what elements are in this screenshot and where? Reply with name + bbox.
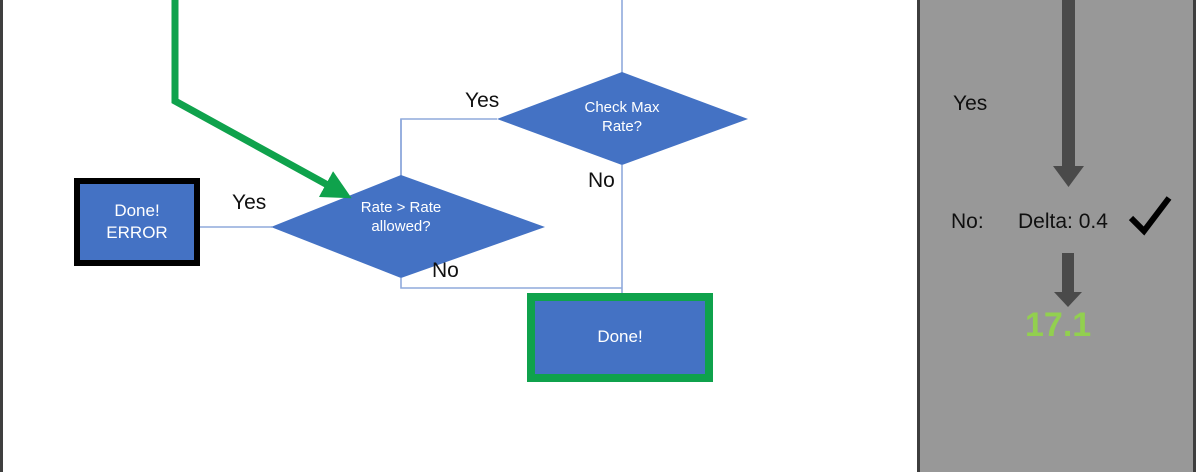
connector-no-rate-gt <box>400 278 622 289</box>
panel-delta-label: Delta: 0.4 <box>1018 210 1108 233</box>
node-done-label: Done! <box>597 327 643 347</box>
slide-left-border <box>0 0 3 472</box>
panel-no-label: No: <box>951 210 984 233</box>
node-done-error-label: Done! ERROR <box>106 200 168 242</box>
right-detail-panel: Yes No: Delta: 0.4 17.1 <box>917 0 1196 472</box>
flowchart-slide: Check Max Rate? Rate > Rate allowed? Don… <box>0 0 748 472</box>
edge-label-no-check-max-rate: No <box>588 169 615 192</box>
panel-result-value: 17.1 <box>1025 306 1092 344</box>
edge-label-no-rate-gt: No <box>432 259 459 282</box>
highlight-path-green <box>171 0 352 199</box>
edge-label-yes-check-max-rate: Yes <box>465 89 500 112</box>
panel-arrow-top-icon <box>1053 0 1084 187</box>
node-done-error[interactable]: Done! ERROR <box>74 178 200 266</box>
panel-graphics <box>1053 0 1084 307</box>
check-mark-icon <box>1128 196 1172 236</box>
panel-yes-label: Yes <box>953 92 988 115</box>
node-rate-gt-rate-allowed[interactable] <box>271 175 545 278</box>
flowchart-graphics <box>171 0 748 294</box>
node-check-max-rate[interactable] <box>497 72 748 165</box>
edge-label-yes-rate-gt: Yes <box>232 191 267 214</box>
panel-arrow-bottom-icon <box>1054 253 1082 307</box>
node-done[interactable]: Done! <box>527 293 713 382</box>
